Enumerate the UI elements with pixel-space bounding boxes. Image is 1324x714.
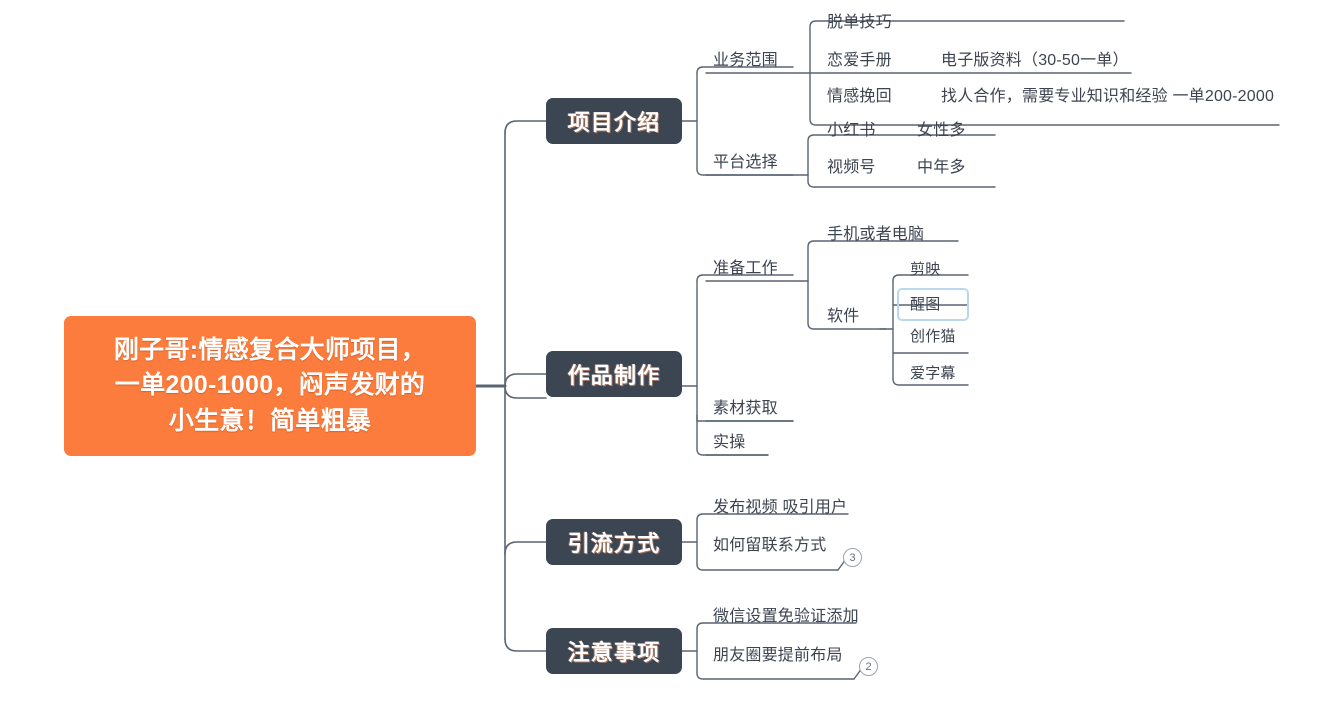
badge-count-traffic: 3 <box>843 548 862 567</box>
root-node[interactable]: 刚子哥:情感复合大师项目， 一单200-1000，闷声发财的 小生意！简单粗暴 <box>64 316 476 456</box>
root-node-label: 刚子哥:情感复合大师项目， 一单200-1000，闷声发财的 小生意！简单粗暴 <box>113 335 427 435</box>
node-preparation[interactable]: 准备工作 <box>713 260 778 277</box>
branch-node-label: 作品制作 <box>567 363 661 388</box>
node-phone-or-computer[interactable]: 手机或者电脑 <box>827 226 925 243</box>
node-publish-video-attract-users[interactable]: 发布视频 吸引用户 <box>713 499 848 516</box>
badge-count-notes: 2 <box>859 657 878 676</box>
selection-highlight <box>897 288 969 321</box>
node-practice[interactable]: 实操 <box>713 434 746 451</box>
node-xiaohongshu[interactable]: 小红书 <box>827 122 876 139</box>
branch-node-traffic-method[interactable]: 引流方式 <box>546 519 682 565</box>
node-jianying[interactable]: 剪映 <box>910 261 941 278</box>
node-video-account[interactable]: 视频号 <box>827 159 876 176</box>
node-emotional-recovery-detail[interactable]: 找人合作，需要专业知识和经验 一单200-2000 <box>941 88 1275 105</box>
node-moments-layout-ahead[interactable]: 朋友圈要提前布局 <box>713 647 843 664</box>
node-how-to-leave-contact[interactable]: 如何留联系方式 <box>713 537 827 554</box>
node-software[interactable]: 软件 <box>827 308 860 325</box>
node-love-handbook-detail[interactable]: 电子版资料（30-50一单） <box>941 52 1129 69</box>
node-wechat-no-verify-add[interactable]: 微信设置免验证添加 <box>713 608 859 625</box>
branch-node-label: 引流方式 <box>567 531 661 556</box>
branch-node-label: 项目介绍 <box>567 110 661 135</box>
node-xingtu[interactable]: 醒图 <box>910 296 941 313</box>
node-chuangzuomao[interactable]: 创作猫 <box>910 328 956 345</box>
node-business-scope[interactable]: 业务范围 <box>713 52 778 69</box>
node-platform-choice[interactable]: 平台选择 <box>713 154 778 171</box>
branch-node-notes[interactable]: 注意事项 <box>546 628 682 674</box>
node-aizimu[interactable]: 爱字幕 <box>910 365 956 382</box>
node-emotional-recovery[interactable]: 情感挽回 <box>827 88 892 105</box>
node-dating-skills[interactable]: 脱单技巧 <box>827 14 892 31</box>
node-material-acquisition[interactable]: 素材获取 <box>713 400 778 417</box>
node-love-handbook[interactable]: 恋爱手册 <box>827 52 892 69</box>
branch-node-project-intro[interactable]: 项目介绍 <box>546 98 682 144</box>
node-xiaohongshu-detail[interactable]: 女性多 <box>917 122 966 139</box>
branch-node-label: 注意事项 <box>567 640 661 665</box>
branch-node-content-production[interactable]: 作品制作 <box>546 351 682 397</box>
node-video-account-detail[interactable]: 中年多 <box>917 159 966 176</box>
